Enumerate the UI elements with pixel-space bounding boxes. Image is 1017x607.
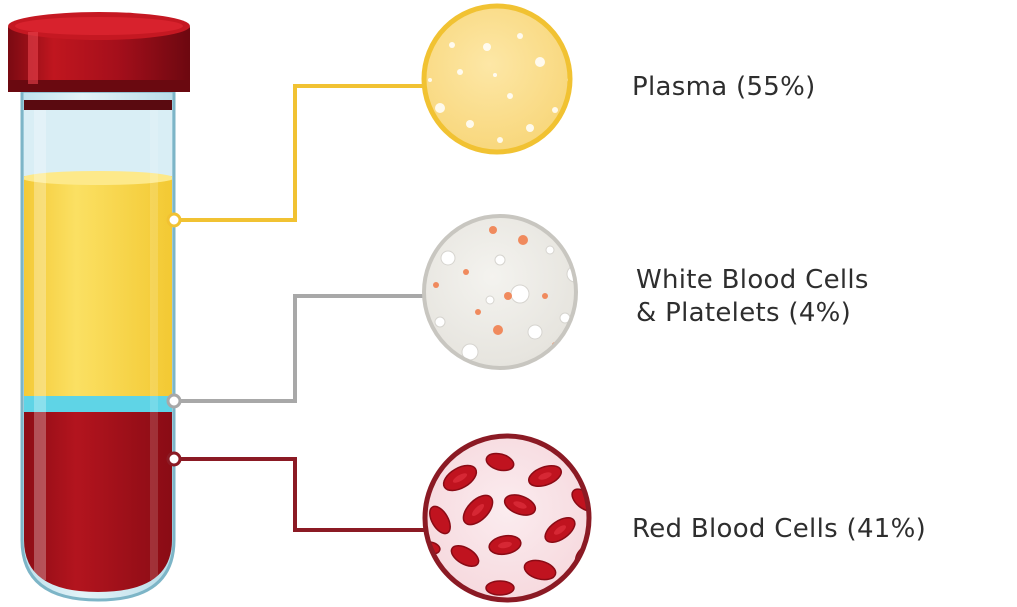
tube-cap — [8, 12, 190, 92]
rbc-label: Red Blood Cells (41%) — [632, 513, 926, 546]
rbc-anchor-dot — [168, 453, 180, 465]
wbc-label-line-1: White Blood Cells — [636, 264, 869, 297]
wbc-label-line-2: & Platelets (4%) — [636, 297, 869, 330]
rbc-connector — [174, 459, 430, 530]
plasma-label: Plasma (55%) — [632, 71, 816, 104]
rbc-label-line: Red Blood Cells (41%) — [632, 513, 926, 546]
wbc-anchor-dot — [168, 395, 180, 407]
plasma-connector — [174, 86, 430, 220]
plasma-magnifier — [424, 6, 573, 152]
test-tube — [8, 12, 190, 607]
wbc-platelets-label: White Blood Cells & Platelets (4%) — [636, 264, 869, 330]
connectors — [168, 86, 430, 530]
wbc-magnifier — [406, 216, 590, 368]
plasma-anchor-dot — [168, 214, 180, 226]
plasma-label-line: Plasma (55%) — [632, 71, 816, 104]
wbc-connector — [174, 296, 430, 401]
rbc-magnifier — [419, 436, 600, 600]
